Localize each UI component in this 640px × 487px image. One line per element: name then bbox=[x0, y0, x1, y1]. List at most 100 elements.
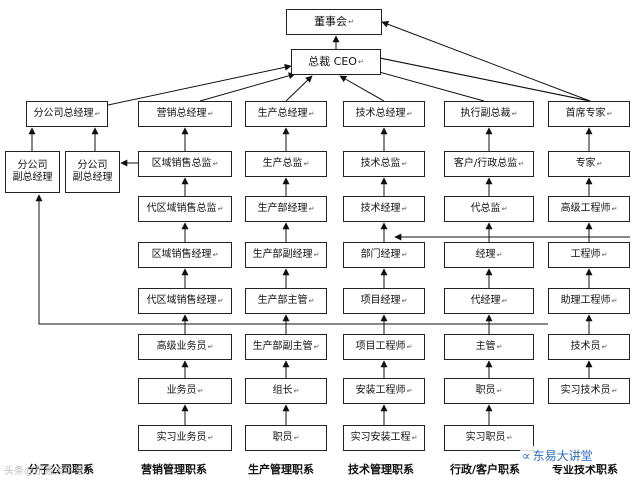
level-label: 工程师 bbox=[570, 249, 601, 260]
sub-label-line: 分公司 bbox=[17, 160, 48, 171]
admin-level-box: 经理↵ bbox=[444, 242, 534, 268]
return-mark-icon: ↵ bbox=[217, 205, 224, 213]
sub-label-line: 副总经理 bbox=[12, 172, 53, 183]
return-mark-icon: ↵ bbox=[601, 343, 608, 351]
expert-level-box: 助理工程师↵ bbox=[548, 288, 630, 314]
level-label: 实习业务员 bbox=[156, 432, 207, 443]
return-mark-icon: ↵ bbox=[401, 205, 408, 213]
return-mark-icon: ↵ bbox=[293, 387, 300, 395]
level-label: 部门经理 bbox=[360, 249, 401, 260]
return-mark-icon: ↵ bbox=[601, 251, 608, 259]
return-mark-icon: ↵ bbox=[611, 297, 618, 305]
level-label: 高级工程师 bbox=[560, 203, 611, 214]
return-mark-icon: ↵ bbox=[496, 343, 503, 351]
level-label: 区域销售总监 bbox=[151, 158, 212, 169]
watermark-right-text: 东易大讲堂 bbox=[532, 449, 593, 463]
level-label: 项目经理 bbox=[360, 295, 401, 306]
prod-level-box: 生产部副主管↵ bbox=[245, 334, 327, 360]
sales-level-box: 业务员↵ bbox=[138, 378, 232, 404]
footer-production: 生产管理职系 bbox=[248, 463, 314, 476]
fish-logo-icon: ∝ bbox=[522, 449, 531, 463]
footer-branch: 分子公司职系 bbox=[28, 463, 94, 476]
head-label: 营销总经理 bbox=[156, 108, 207, 119]
feedback-line bbox=[35, 194, 548, 325]
tech-level-box: 实习安装工程↵ bbox=[343, 425, 425, 451]
head-to-ceo-arrow bbox=[371, 68, 485, 102]
prod-level-box: 生产部副经理↵ bbox=[245, 242, 327, 268]
sub-label-line: 副总经理 bbox=[72, 172, 113, 183]
admin-level-box: 职员↵ bbox=[444, 378, 534, 404]
return-mark-icon: ↵ bbox=[596, 160, 603, 168]
ceo-box: 总裁 CEO↵ bbox=[291, 49, 381, 75]
branch-gm-box: 分公司总经理↵ bbox=[26, 101, 108, 127]
head-label: 分公司总经理 bbox=[33, 108, 94, 119]
prod-level-box: 生产部主管↵ bbox=[245, 288, 327, 314]
footer-sales: 营销管理职系 bbox=[141, 463, 207, 476]
return-mark-icon: ↵ bbox=[212, 251, 219, 259]
return-mark-icon: ↵ bbox=[496, 387, 503, 395]
return-mark-icon: ↵ bbox=[411, 434, 418, 442]
expert-level-box: 技术员↵ bbox=[548, 334, 630, 360]
head-to-ceo-arrow bbox=[285, 75, 313, 102]
return-mark-icon: ↵ bbox=[406, 343, 413, 351]
return-mark-icon: ↵ bbox=[197, 387, 204, 395]
level-label: 经理 bbox=[475, 249, 496, 260]
sales-level-box: 实习业务员↵ bbox=[138, 425, 232, 451]
sub-label-line: 分公司 bbox=[77, 160, 108, 171]
level-label: 生产部主管 bbox=[257, 295, 308, 306]
connector-arrow bbox=[379, 57, 591, 102]
return-mark-icon: ↵ bbox=[611, 205, 618, 213]
level-label: 实习安装工程 bbox=[350, 432, 411, 443]
level-label: 实习职员 bbox=[465, 432, 506, 443]
level-label: 生产部副经理 bbox=[252, 249, 313, 260]
return-mark-icon: ↵ bbox=[406, 387, 413, 395]
watermark-right: ∝东易大讲堂 bbox=[520, 446, 595, 465]
level-label: 生产部副主管 bbox=[252, 341, 313, 352]
tech-level-box: 项目工程师↵ bbox=[343, 334, 425, 360]
level-label: 专家 bbox=[575, 158, 596, 169]
return-mark-icon: ↵ bbox=[348, 18, 354, 26]
head-to-ceo-arrow bbox=[107, 63, 292, 106]
level-label: 生产部经理 bbox=[257, 203, 308, 214]
return-mark-icon: ↵ bbox=[313, 251, 320, 259]
footer-expert: 专业技术职系 bbox=[552, 463, 618, 476]
head-to-ceo-arrow bbox=[339, 75, 385, 102]
level-label: 代经理 bbox=[470, 295, 501, 306]
head-label: 生产总经理 bbox=[257, 108, 308, 119]
return-mark-icon: ↵ bbox=[406, 110, 413, 118]
level-label: 技术员 bbox=[570, 341, 601, 352]
tech-level-box: 安装工程师↵ bbox=[343, 378, 425, 404]
sales-level-box: 区域销售经理↵ bbox=[138, 242, 232, 268]
ceo-label: 总裁 CEO bbox=[308, 55, 357, 68]
admin-level-box: 代总监↵ bbox=[444, 196, 534, 222]
sub-label: 分公司副总经理 bbox=[73, 160, 113, 184]
footer-tech: 技术管理职系 bbox=[348, 463, 414, 476]
head-to-ceo-arrow bbox=[199, 72, 296, 102]
head-label: 执行副总裁 bbox=[460, 108, 511, 119]
return-mark-icon: ↵ bbox=[207, 434, 214, 442]
expert-level-box: 专家↵ bbox=[548, 151, 630, 177]
return-mark-icon: ↵ bbox=[293, 434, 300, 442]
admin-level-box: 主管↵ bbox=[444, 334, 534, 360]
level-label: 客户/行政总监 bbox=[453, 158, 518, 169]
watermark-left: 头条@东易大讲堂 bbox=[4, 466, 84, 477]
return-mark-icon: ↵ bbox=[518, 160, 525, 168]
branch-deputy-gm-box: 分公司副总经理 bbox=[65, 151, 120, 193]
return-mark-icon: ↵ bbox=[303, 160, 310, 168]
return-mark-icon: ↵ bbox=[357, 58, 364, 66]
level-label: 安装工程师 bbox=[355, 385, 406, 396]
branch-deputy-gm-box: 分公司副总经理 bbox=[5, 151, 60, 193]
expert-level-box: 工程师↵ bbox=[548, 242, 630, 268]
level-label: 生产总监 bbox=[262, 158, 303, 169]
return-mark-icon: ↵ bbox=[207, 343, 214, 351]
level-label: 主管 bbox=[475, 341, 496, 352]
return-mark-icon: ↵ bbox=[207, 110, 214, 118]
level-label: 代区域销售经理 bbox=[146, 295, 217, 306]
tech-level-box: 技术总监↵ bbox=[343, 151, 425, 177]
chief-expert-box: 首席专家↵ bbox=[548, 101, 630, 127]
level-label: 组长 bbox=[272, 385, 293, 396]
prod-level-box: 职员↵ bbox=[245, 425, 327, 451]
level-label: 技术总监 bbox=[360, 158, 401, 169]
sales-level-box: 代区域销售经理↵ bbox=[138, 288, 232, 314]
return-mark-icon: ↵ bbox=[94, 110, 101, 118]
